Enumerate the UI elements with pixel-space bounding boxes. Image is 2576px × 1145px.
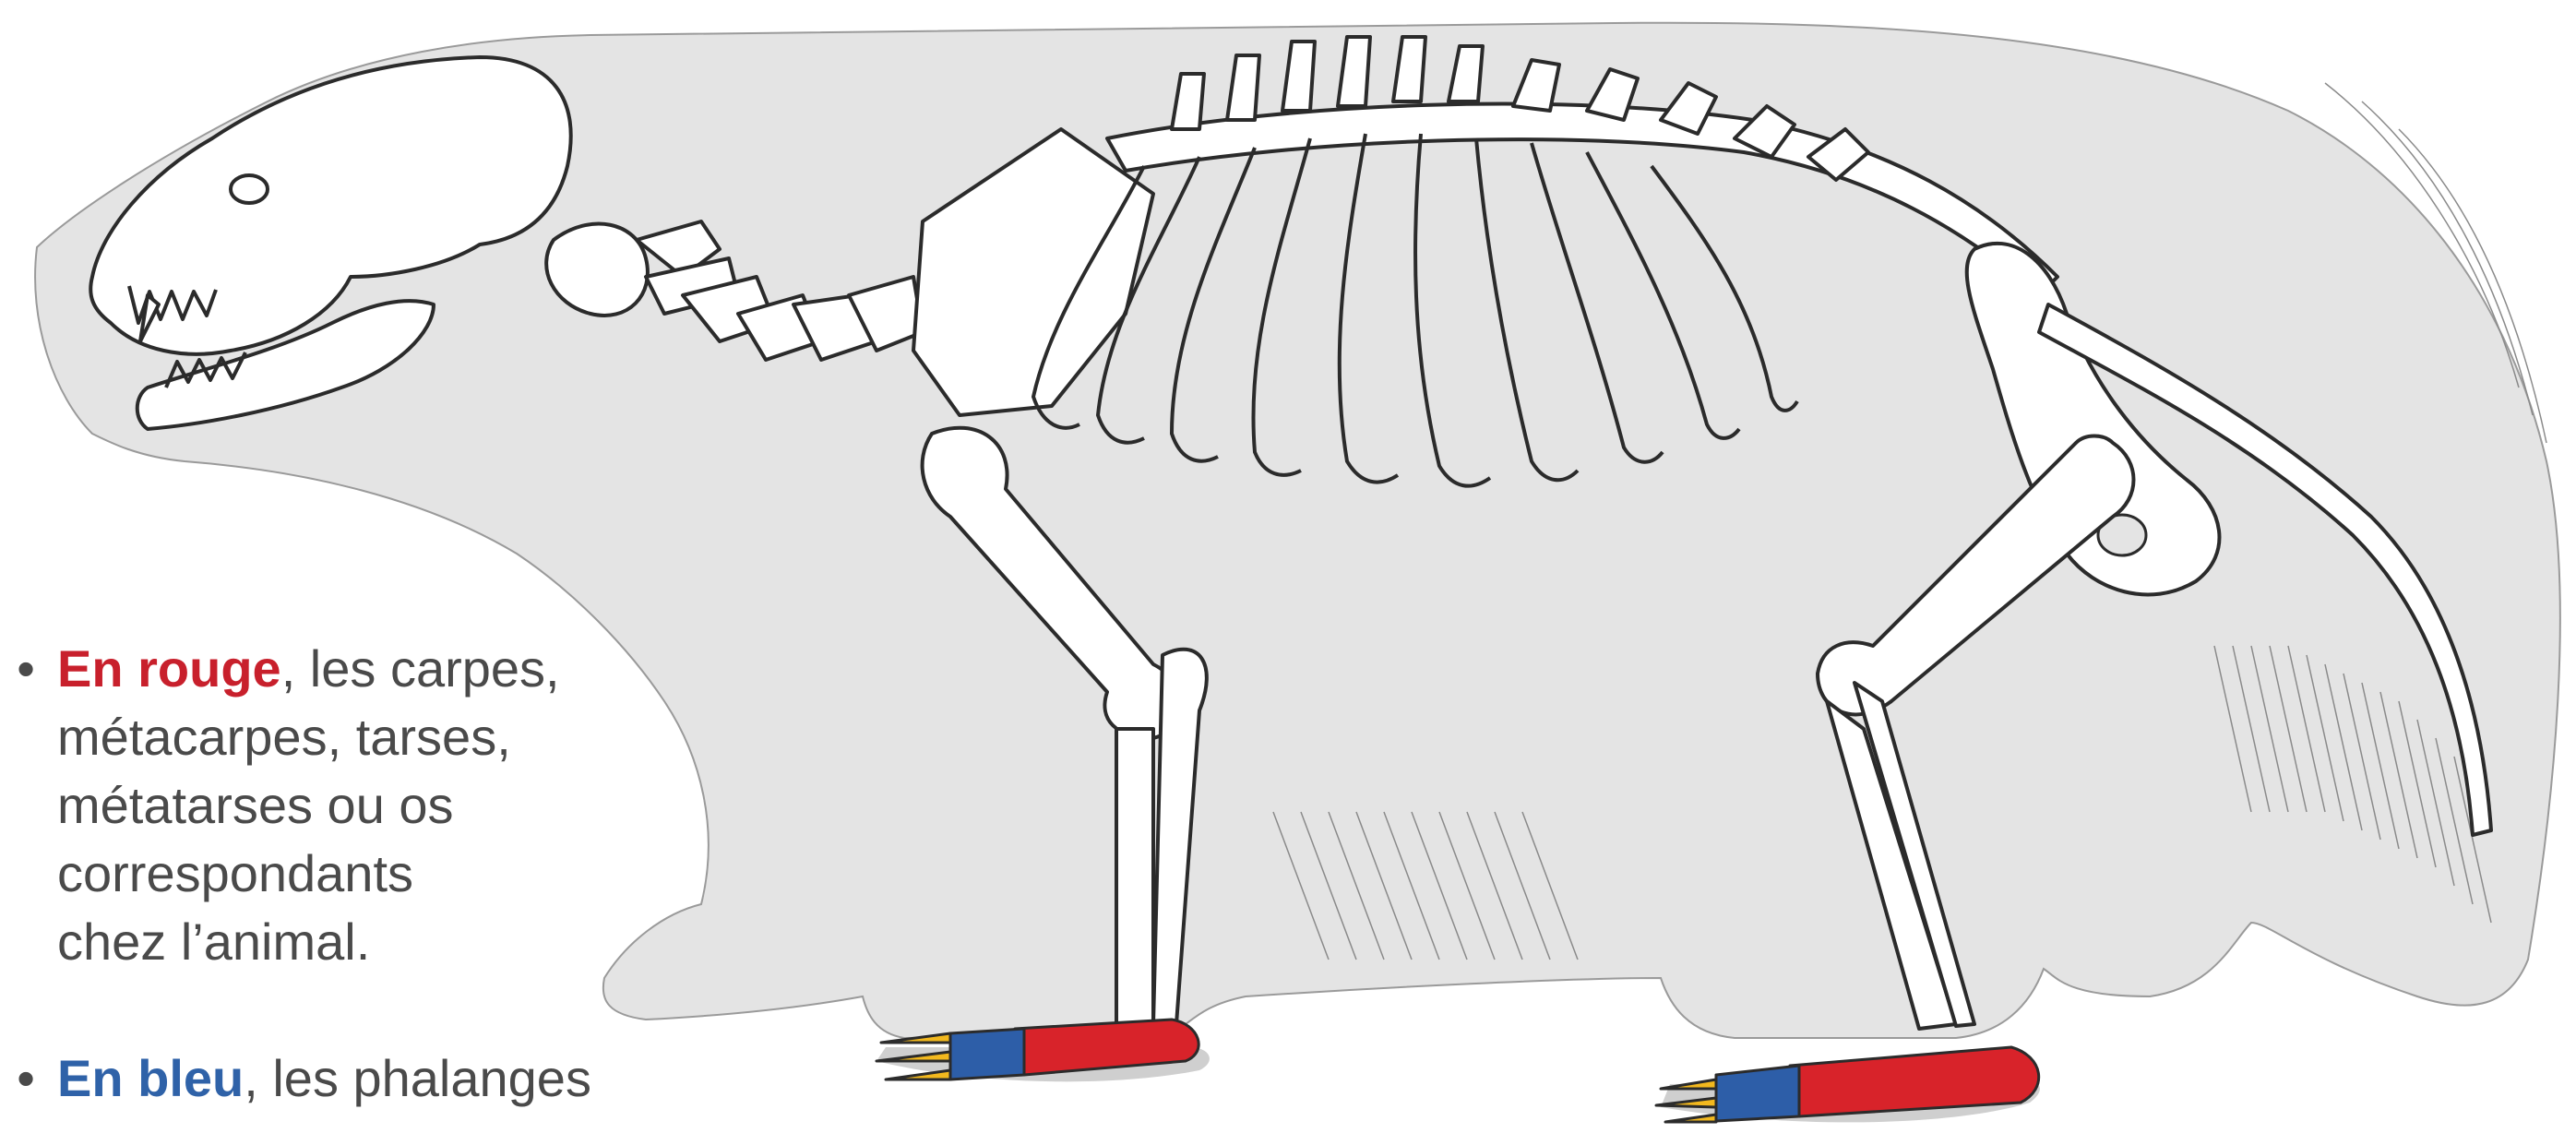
front-phalanges: [950, 1029, 1024, 1079]
legend-red-line3: métatarses ou os: [57, 776, 454, 834]
legend-red-line4: correspondants: [57, 844, 413, 902]
bullet-icon: •: [7, 635, 44, 703]
hind-phalanges: [1716, 1066, 1799, 1121]
legend-red-highlight: En rouge: [57, 639, 281, 698]
legend-red-line5: chez l’animal.: [57, 912, 370, 971]
color-legend: • En rouge, les carpes, métacarpes, tars…: [7, 635, 666, 1113]
legend-red-line2: métacarpes, tarses,: [57, 708, 511, 766]
legend-item-red: • En rouge, les carpes, métacarpes, tars…: [7, 635, 666, 976]
legend-blue-rest: , les phalanges: [244, 1049, 591, 1107]
legend-red-line1: , les carpes,: [281, 639, 560, 698]
legend-item-blue: • En bleu, les phalanges: [7, 1044, 666, 1113]
bullet-icon: •: [7, 1044, 44, 1113]
legend-blue-highlight: En bleu: [57, 1049, 244, 1107]
hind-foot: [1656, 1047, 2040, 1122]
